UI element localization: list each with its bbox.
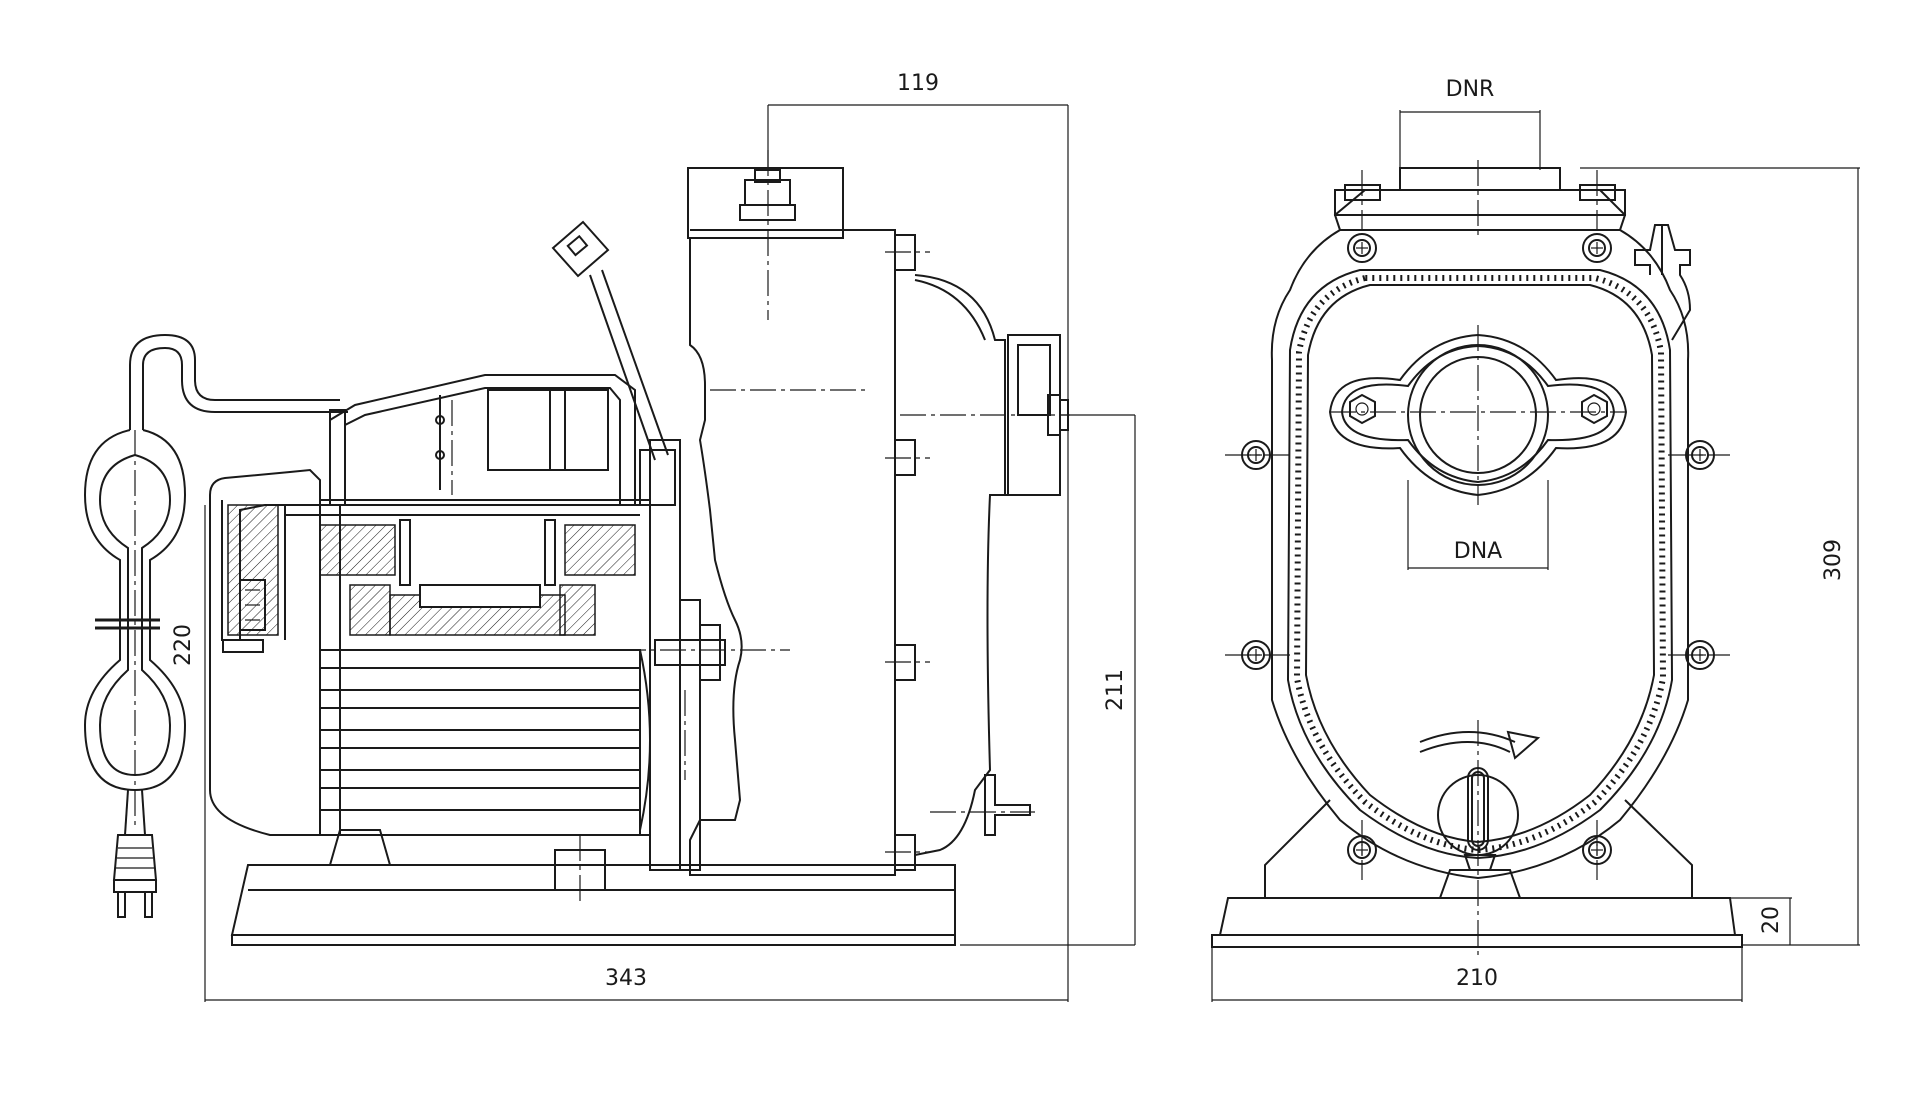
front-view: DNR DNA 309 20 210 [1211, 77, 1860, 1002]
dim-label-dna: DNA [1454, 539, 1502, 564]
dim-220: 220 [171, 624, 196, 666]
dim-210: 210 [1211, 947, 1743, 1002]
dim-label-309: 309 [1821, 539, 1846, 581]
dim-label-210: 210 [1456, 966, 1498, 991]
side-view: 119 220 211 343 [83, 71, 1136, 1002]
dim-label-211: 211 [1103, 669, 1128, 711]
dim-20: 20 [1730, 897, 1792, 945]
motor-body [285, 499, 651, 836]
front-drain-plug [1437, 720, 1519, 960]
bolt-top-right [1582, 233, 1612, 263]
dim-211: 211 [960, 414, 1136, 946]
rotation-arrow [1419, 730, 1541, 760]
dim-label-dnr: DNR [1446, 77, 1495, 102]
dim-label-220: 220 [171, 624, 196, 666]
housing-bolts [1225, 233, 1730, 880]
front-base [1211, 799, 1743, 948]
dim-343: 343 [204, 505, 1069, 1002]
dim-309: 309 [1580, 167, 1860, 946]
dim-label-20: 20 [1759, 906, 1784, 934]
pump-housing [687, 150, 1069, 876]
dim-label-343: 343 [605, 966, 647, 991]
motor-end-cover [209, 468, 341, 836]
terminal-box [329, 374, 636, 506]
side-base-plate [230, 829, 956, 946]
dim-label-119: 119 [897, 71, 939, 96]
bolt-top-left [1347, 233, 1377, 263]
plug [112, 834, 158, 918]
dim-119: 119 [767, 71, 1069, 945]
dim-dnr: DNR [1399, 77, 1541, 170]
front-filler-cap [1634, 224, 1692, 341]
power-cable [83, 333, 348, 836]
outlet-port [1344, 160, 1616, 235]
dim-dna: DNA [1407, 480, 1549, 570]
inlet-flange [1328, 325, 1628, 505]
float-switch-lever [551, 220, 676, 506]
